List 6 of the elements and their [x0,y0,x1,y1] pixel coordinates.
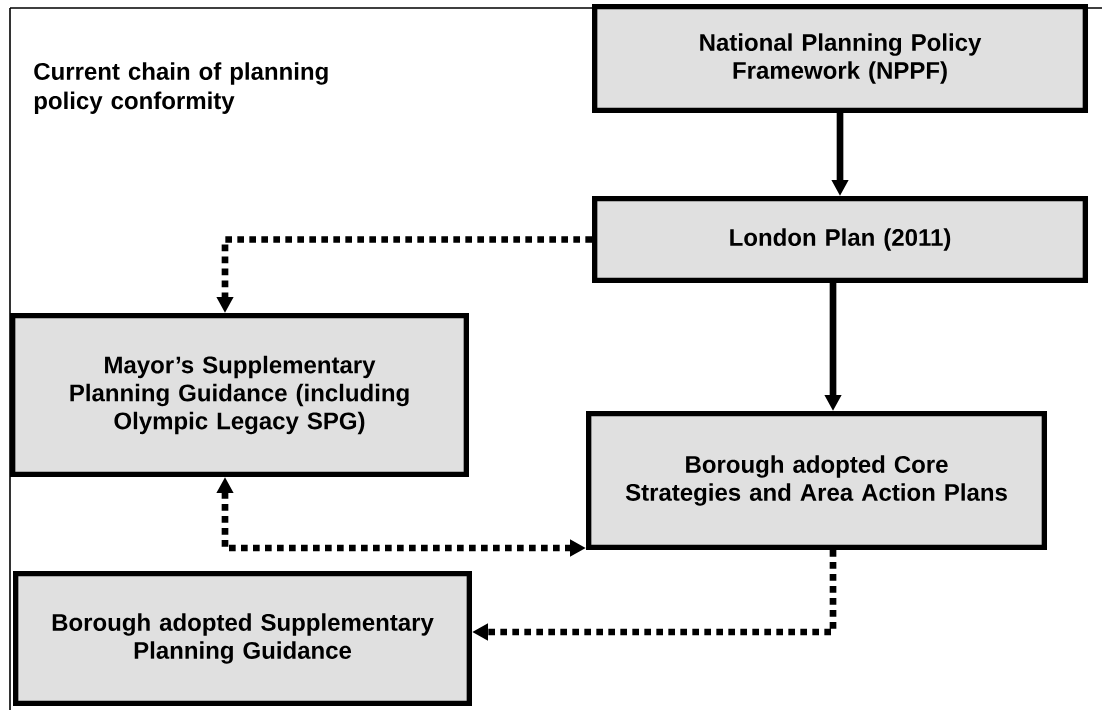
box: National Planning Policy Framework (NPPF) [592,4,1088,113]
box: Mayor’s Supplementary Planning Guidance (including Olympic Legacy SPG) [10,313,469,477]
box: London Plan (2011) [592,196,1088,283]
box: Borough adopted Core Strategies and Area Action Plans [586,411,1047,550]
diagram-title: Current chain of planning policy conformity [34,62,328,114]
box: Borough adopted Supplementary Planning Guidance [13,571,472,706]
